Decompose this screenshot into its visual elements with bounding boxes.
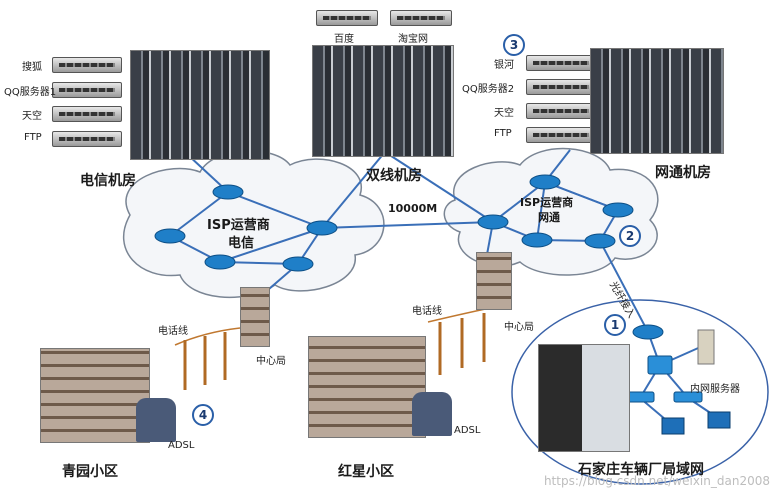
qingyuan-building-photo	[40, 348, 150, 443]
isp-telecom-label-line1: ISP运营商	[207, 218, 270, 233]
phone-line-label-1: 电话线	[158, 326, 188, 337]
hongxing-community-title: 红星小区	[338, 464, 394, 480]
adsl-user-1-icon	[136, 398, 176, 442]
server-qq1-icon	[52, 82, 122, 98]
server-sohu-icon	[52, 57, 122, 73]
server-label-taobao: 淘宝网	[398, 34, 428, 45]
factory-lan-title: 石家庄车辆厂局域网	[578, 462, 704, 478]
router-icons	[154, 174, 664, 340]
watermark-text: https://blog.csdn.net/weixin_dan2008	[543, 474, 770, 488]
backbone-speed-label: 10000M	[388, 202, 438, 215]
factory-server-cabinet-photo	[538, 344, 630, 452]
switch-icons	[625, 355, 703, 403]
marker-2: 2	[619, 225, 641, 247]
server-baidu-icon	[316, 10, 378, 26]
central-office-building-2	[476, 252, 512, 310]
factory-lan-boundary	[511, 299, 769, 485]
server-label-baidu: 百度	[334, 34, 354, 45]
adsl-label-2: ADSL	[454, 425, 481, 436]
dual-line-datacenter-photo	[312, 45, 454, 157]
hongxing-building-photo	[308, 336, 426, 438]
server-qq2-icon	[526, 79, 596, 95]
server-label-ftp1: FTP	[24, 132, 42, 143]
workstation-icons	[661, 411, 731, 435]
isp-netcom-label-line2: 网通	[538, 211, 560, 224]
server-ftp2-icon	[526, 127, 596, 143]
central-office-building-1	[240, 287, 270, 347]
isp-telecom-label-line2: 电信	[228, 236, 255, 251]
isp-netcom-label-line1: ISP运营商	[520, 196, 574, 209]
server-label-qq1: QQ服务器1	[4, 87, 57, 98]
server-label-tiankong2: 天空	[494, 108, 514, 119]
marker-3: 3	[503, 34, 525, 56]
telecom-datacenter-photo	[130, 50, 270, 160]
phone-line-label-2: 电话线	[412, 306, 442, 317]
adsl-label-1: ADSL	[168, 440, 195, 451]
server-label-sohu: 搜狐	[22, 62, 42, 73]
server-tiankong2-icon	[526, 103, 596, 119]
marker-4: 4	[192, 404, 214, 426]
server-taobao-icon	[390, 10, 452, 26]
netcom-datacenter-photo	[590, 48, 724, 154]
server-tiankong1-icon	[52, 106, 122, 122]
intranet-server-icon	[697, 329, 715, 365]
server-label-ftp2: FTP	[494, 128, 512, 139]
qingyuan-community-title: 青园小区	[62, 464, 118, 480]
server-ftp1-icon	[52, 131, 122, 147]
central-office-label-1: 中心局	[256, 356, 286, 367]
telecom-room-title: 电信机房	[80, 173, 136, 189]
server-yinhe-icon	[526, 55, 596, 71]
dual-line-room-title: 双线机房	[366, 168, 422, 184]
telecom-cloud	[123, 150, 385, 298]
utility-poles	[183, 313, 486, 390]
server-label-tiankong1: 天空	[22, 111, 42, 122]
server-label-yinhe: 银河	[494, 60, 514, 71]
central-office-label-2: 中心局	[504, 322, 534, 333]
server-label-qq2: QQ服务器2	[462, 84, 515, 95]
intranet-server-label: 内网服务器	[690, 384, 740, 395]
netcom-room-title: 网通机房	[655, 165, 711, 181]
marker-1: 1	[604, 314, 626, 336]
adsl-user-2-icon	[412, 392, 452, 436]
